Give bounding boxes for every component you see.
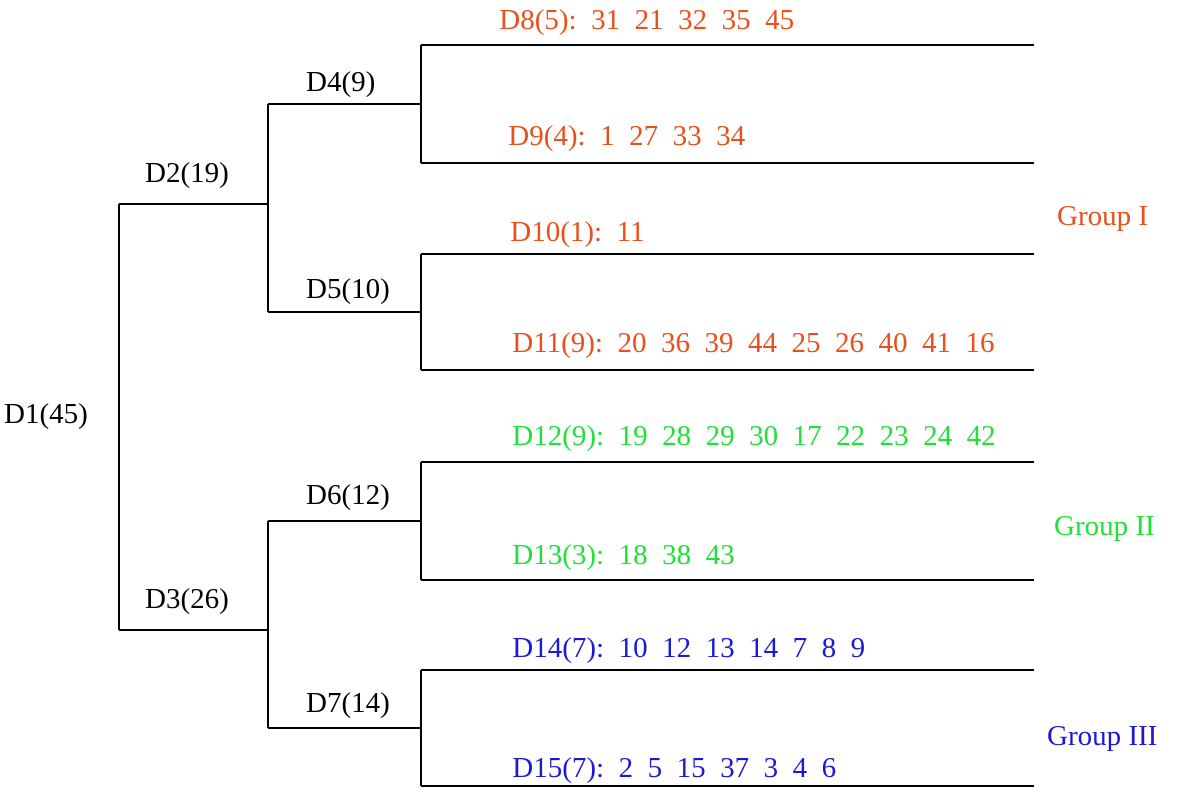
leaf-label-d15: D15(7): 2 5 15 37 3 4 6 [476, 752, 858, 784]
leaf-label-d14: D14(7): 10 12 13 14 7 8 9 [476, 632, 887, 664]
node-label-d7: D7(14) [306, 687, 390, 719]
node-label-d2: D2(19) [145, 157, 229, 189]
leaf-name-d8: D8(5): [499, 4, 576, 36]
leaf-members-d15: 2 5 15 37 3 4 6 [604, 752, 836, 784]
node-label-d5: D5(10) [306, 273, 390, 305]
leaf-name-d11: D11(9): [512, 327, 603, 359]
tree-edges [118, 44, 1034, 787]
leaf-members-d13: 18 38 43 [604, 539, 735, 571]
leaf-label-d12: D12(9): 19 28 29 30 17 22 23 24 42 [476, 420, 1017, 452]
leaf-label-d13: D13(3): 18 38 43 [476, 539, 756, 571]
leaf-name-d15: D15(7): [512, 752, 604, 784]
leaf-members-d12: 19 28 29 30 17 22 23 24 42 [604, 420, 996, 452]
leaf-name-d14: D14(7): [512, 632, 604, 664]
leaf-label-d11: D11(9): 20 36 39 44 25 26 40 41 16 [476, 327, 1016, 359]
leaf-members-d10: 11 [602, 216, 644, 248]
group-label-1: Group I [1057, 200, 1148, 232]
leaf-name-d12: D12(9): [512, 420, 604, 452]
leaf-name-d13: D13(3): [512, 539, 604, 571]
group-label-3: Group III [1047, 720, 1157, 752]
leaf-label-d8: D8(5): 31 21 32 35 45 [463, 4, 816, 36]
leaf-label-d10: D10(1): 11 [474, 216, 666, 248]
node-label-d4: D4(9) [306, 66, 375, 98]
node-label-d3: D3(26) [145, 583, 229, 615]
leaf-members-d14: 10 12 13 14 7 8 9 [604, 632, 865, 664]
leaf-members-d9: 1 27 33 34 [586, 120, 746, 152]
node-label-d1: D1(45) [4, 398, 88, 430]
leaf-label-d9: D9(4): 1 27 33 34 [472, 120, 767, 152]
leaf-members-d8: 31 21 32 35 45 [577, 4, 795, 36]
group-label-2: Group II [1054, 510, 1155, 542]
leaf-name-d9: D9(4): [508, 120, 585, 152]
leaf-members-d11: 20 36 39 44 25 26 40 41 16 [603, 327, 995, 359]
leaf-name-d10: D10(1): [510, 216, 602, 248]
node-label-d6: D6(12) [306, 479, 390, 511]
